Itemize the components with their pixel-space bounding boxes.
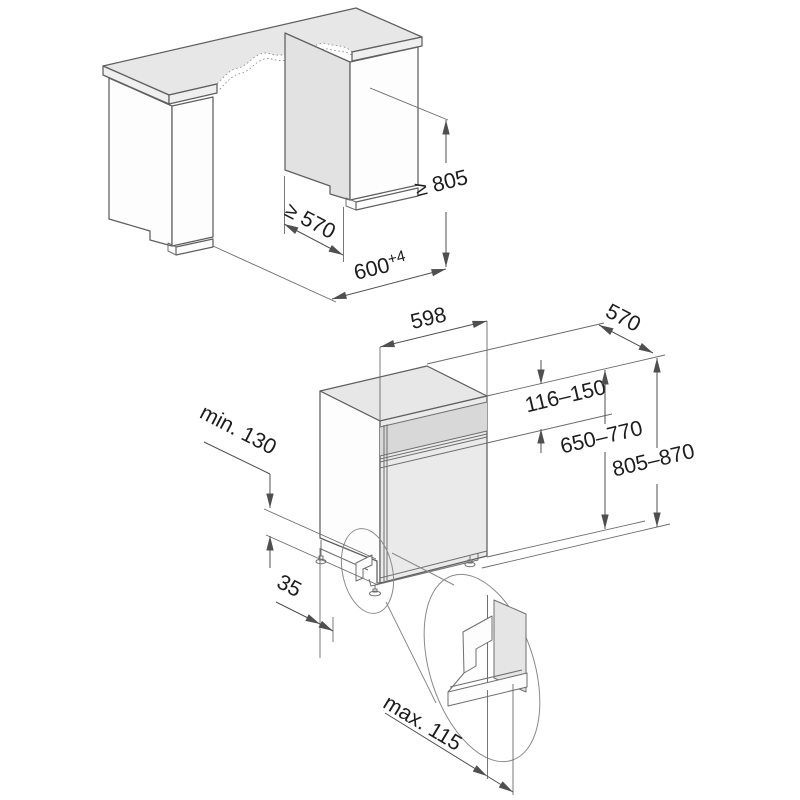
right-cabinet-front-face [349, 46, 419, 201]
magnified-baseplate [447, 672, 528, 707]
mounting-bracket [355, 554, 373, 582]
total-height-label: 805–870 [610, 439, 697, 482]
magnified-panel [493, 599, 527, 693]
broken-edge-wavy-line [216, 42, 353, 85]
left-cabinet [108, 77, 214, 256]
appliance-view: 598 570 116–150 650–770 805– [196, 299, 697, 795]
appliance-width-label: 598 [408, 302, 448, 334]
counter-front-edge-right [351, 36, 423, 62]
left-cabinet-side-face [108, 77, 173, 247]
control-panel-lines [379, 401, 488, 581]
control-panel [380, 402, 487, 456]
detail-circle-small [340, 528, 395, 614]
dim-side-clearance: 35 [273, 548, 334, 658]
counter-front-edge-left [168, 83, 218, 105]
left-cabinet-front-face [171, 96, 214, 247]
control-panel-height-label: 116–150 [523, 375, 608, 417]
dim-appliance-depth: 570 [426, 299, 666, 397]
counter-top-surface [103, 8, 422, 95]
right-cabinet-side-face [284, 32, 351, 201]
niche-depth-label: ≥ 570 [281, 198, 340, 244]
dim-plinth-recess: max. 115 [379, 684, 514, 795]
kitchen-counter [102, 7, 423, 105]
side-clearance-label: 35 [273, 570, 305, 602]
dim-niche-width: 600+4 [212, 245, 447, 303]
right-cabinet [284, 32, 419, 211]
niche-height-label: ≥ 805 [412, 165, 470, 201]
dishwasher-side-face [319, 390, 381, 584]
dishwasher [315, 365, 488, 597]
detail-magnifier [340, 528, 541, 763]
appliance-depth-label: 570 [602, 299, 645, 337]
plinth-min-height-label: min. 130 [196, 400, 280, 459]
niche-view: ≥ 570 ≥ 805 600+4 [102, 7, 470, 303]
broken-edge-wavy-line-2 [219, 48, 355, 90]
detail-circle-large [423, 573, 541, 763]
niche-width-label: 600+4 [351, 248, 409, 285]
detail-circle-content [447, 595, 528, 707]
